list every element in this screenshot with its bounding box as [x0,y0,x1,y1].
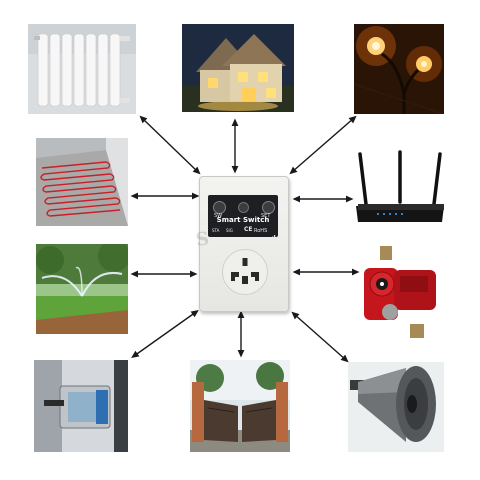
signal-bars-icon [270,227,276,240]
house-lighting-tile [182,24,294,112]
device-title: Smart Switch [216,216,270,224]
door-lock-tile [34,360,128,452]
sw-button[interactable] [213,201,226,214]
lock-icon [34,360,128,452]
radiator-icon [28,24,136,114]
pump-icon [360,246,442,338]
watermark: S [194,228,211,251]
arrow-lamp [289,115,357,175]
arrow-radiator [139,115,201,175]
radiator-tile [28,24,136,114]
water-pump-tile [360,246,442,338]
arrow-door-lock [131,309,199,359]
set-label: SET [261,213,271,219]
ce-mark: CE [244,226,253,233]
horn-icon [348,362,444,452]
garden-sprinkler-tile [36,244,128,334]
sta-label: STA [212,228,220,233]
sw-label: SW [214,213,223,219]
street-lamp-tile [354,24,444,114]
status-led-icon [238,202,249,213]
control-panel: SW SET Smart Switch STA SIG CE RoHS [208,195,278,240]
smart-switch-device: SW SET Smart Switch STA SIG CE RoHS S [195,176,289,312]
power-socket [222,249,268,295]
wifi-router-tile [352,148,448,228]
sig-label: SIG [226,228,233,233]
socket-holes-icon [231,258,259,284]
floor-heating-icon [36,138,128,226]
house-icon [182,24,294,112]
lamp-icon [354,24,444,114]
set-button[interactable] [262,201,275,214]
sprinkler-icon [36,244,128,334]
router-icon [352,148,448,228]
floor-heating-tile [36,138,128,226]
arrow-horn [291,311,349,363]
siren-horn-tile [348,362,444,452]
gate-icon [190,360,290,452]
rohs-mark: RoHS [254,228,268,234]
electric-gate-tile [190,360,290,452]
